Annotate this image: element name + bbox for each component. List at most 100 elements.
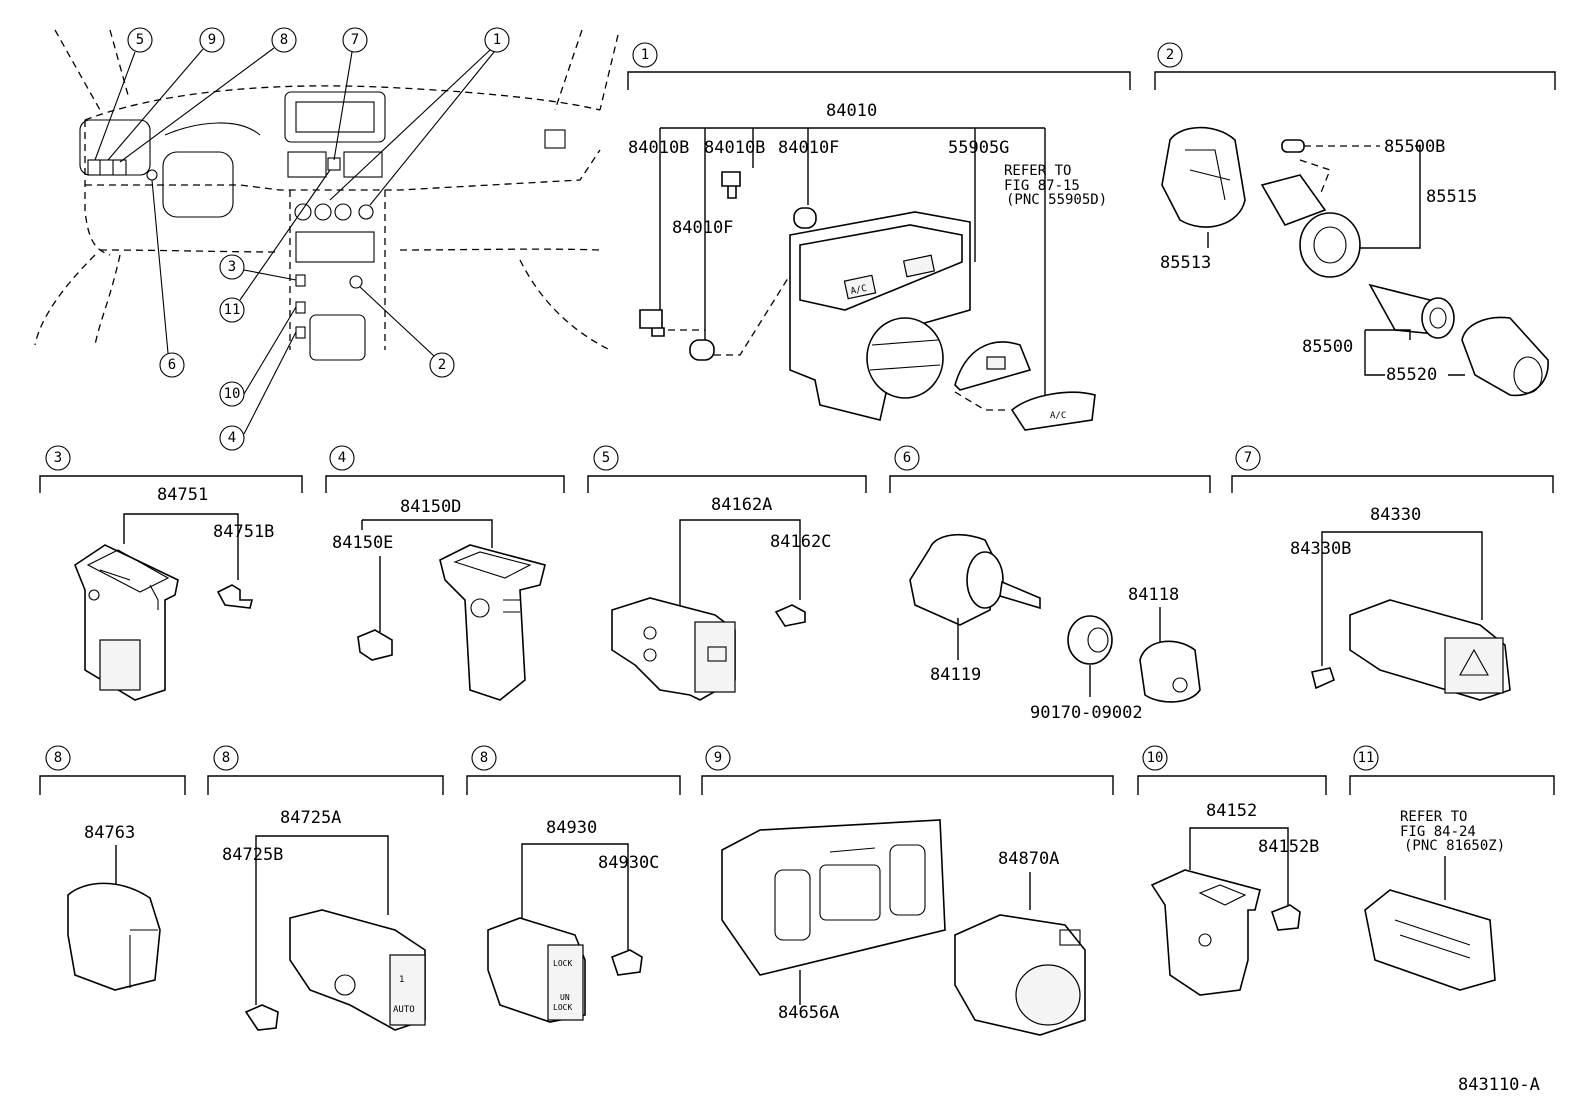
group-8b-bracket [207,775,444,795]
knob-ac-cap [1010,391,1096,431]
knob-90170-09002 [1067,615,1113,665]
label-85515: 85515 [1426,187,1477,207]
bulb-84152b [1271,904,1301,931]
group-8b-number: 8 [222,750,230,766]
callout-7: 7 [333,27,368,161]
group-3-number: 3 [54,450,62,466]
knob-2 [314,203,332,221]
bulb-84010b-upper [721,171,741,199]
knob-3 [334,203,352,221]
center-panel-right [343,151,383,178]
group-4-bracket [325,475,565,493]
group-11: 11 REFER TO FIG 84-24 (PNC 81650Z) [1349,745,1555,991]
refer-line-2: FIG 87-15 [1004,178,1080,194]
group-7-bracket [1231,475,1554,493]
label-84150e: 84150E [332,533,393,553]
group-1-bracket [627,71,1131,90]
switch-84751-connector [99,639,141,691]
switch-84150d [439,544,546,701]
svg-text:AUTO: AUTO [393,1005,415,1015]
knob-4 [358,204,374,220]
unit-81650z [1364,889,1496,991]
group-8c-bracket [466,775,681,795]
label-84330b: 84330B [1290,539,1351,559]
group-8a-number: 8 [54,750,62,766]
svg-text:8: 8 [280,32,288,48]
group-1-heater-control: 1 84010 84010B 84010B 84010F 55905G 8401… [627,42,1131,431]
group-10-number: 10 [1147,750,1164,766]
svg-text:10: 10 [224,386,241,402]
bulb-84330b [1311,667,1335,690]
bulb-socket [1260,174,1327,226]
bracket-85500 [1364,329,1411,376]
group-3: 3 84751 84751B [39,445,303,701]
group-8-a: 8 84763 [39,745,186,991]
bulb-84725b [244,1004,279,1031]
svg-text:2: 2 [438,357,446,373]
label-84118: 84118 [1128,585,1179,605]
group-7-number: 7 [1244,450,1252,466]
dash-bottom-outline [99,248,601,253]
dash-top-outline [84,85,601,121]
group-11-number: 11 [1358,750,1375,766]
label-84656a: 84656A [778,1003,839,1023]
bulb-84162c [774,604,806,627]
svg-text:4: 4 [228,430,236,446]
group-8a-bracket [39,775,186,795]
callout-4: 4 [219,331,297,451]
label-84010: 84010 [826,101,877,121]
label-84010f-2: 84010F [672,218,733,238]
refer-line-1: REFER TO [1004,163,1071,179]
bulb-85500b [1281,139,1305,153]
label-84930c: 84930C [598,853,659,873]
lighter-retainer-85513 [1161,126,1246,228]
cluster-switches [87,159,127,176]
group-9-number: 9 [714,750,722,766]
dash-lower-outline [85,149,601,191]
group-1-number: 1 [641,47,649,63]
rheostat-shaft [999,580,1041,610]
callout-6: 6 [151,179,185,378]
label-85520: 85520 [1386,365,1437,385]
label-84751: 84751 [157,485,208,505]
switch-panel-84656a [721,819,946,976]
group-4: 4 84150D 84150E [325,445,565,701]
label-84725b: 84725B [222,845,283,865]
cluster-hood [164,122,261,136]
group-8c-number: 8 [480,750,488,766]
group-8-c: 8 84930 84930C LOCK UN LOCK [466,745,681,1023]
callout-8: 8 [119,27,297,163]
knob-84118 [1139,640,1201,703]
label-84751b: 84751B [213,522,274,542]
group-2-bracket [1154,71,1556,90]
bulb-leader [668,274,791,356]
svg-text:9: 9 [208,32,216,48]
svg-text:A/C: A/C [1050,411,1066,421]
lighter-knob-85520 [1461,316,1549,397]
defog-icon [986,356,1006,370]
a-pillar-line [54,29,129,111]
svg-text:6: 6 [168,357,176,373]
svg-text:1: 1 [399,975,404,985]
bulb-84010b-lower [639,309,665,337]
label-85500: 85500 [1302,337,1353,357]
right-floor-line [519,259,611,351]
label-85500b: 85500B [1384,137,1445,157]
label-84119: 84119 [930,665,981,685]
label-84870a: 84870A [998,849,1059,869]
svg-text:3: 3 [228,259,236,275]
group-3-bracket [39,475,303,493]
label-84763: 84763 [84,823,135,843]
dashboard-overview: 5 9 8 7 1 11 6 2 [34,27,619,451]
hazard-triangle-icon [1459,648,1489,676]
center-vent [284,91,386,143]
svg-text:5: 5 [136,32,144,48]
group-10: 10 84152 84152B [1137,745,1327,996]
group-6-bracket [889,475,1211,493]
bracket-85515 [1360,145,1421,249]
label-84162c: 84162C [770,532,831,552]
switch-84930-face [547,944,584,1021]
callout-5: 5 [94,27,153,161]
label-84930: 84930 [546,818,597,838]
